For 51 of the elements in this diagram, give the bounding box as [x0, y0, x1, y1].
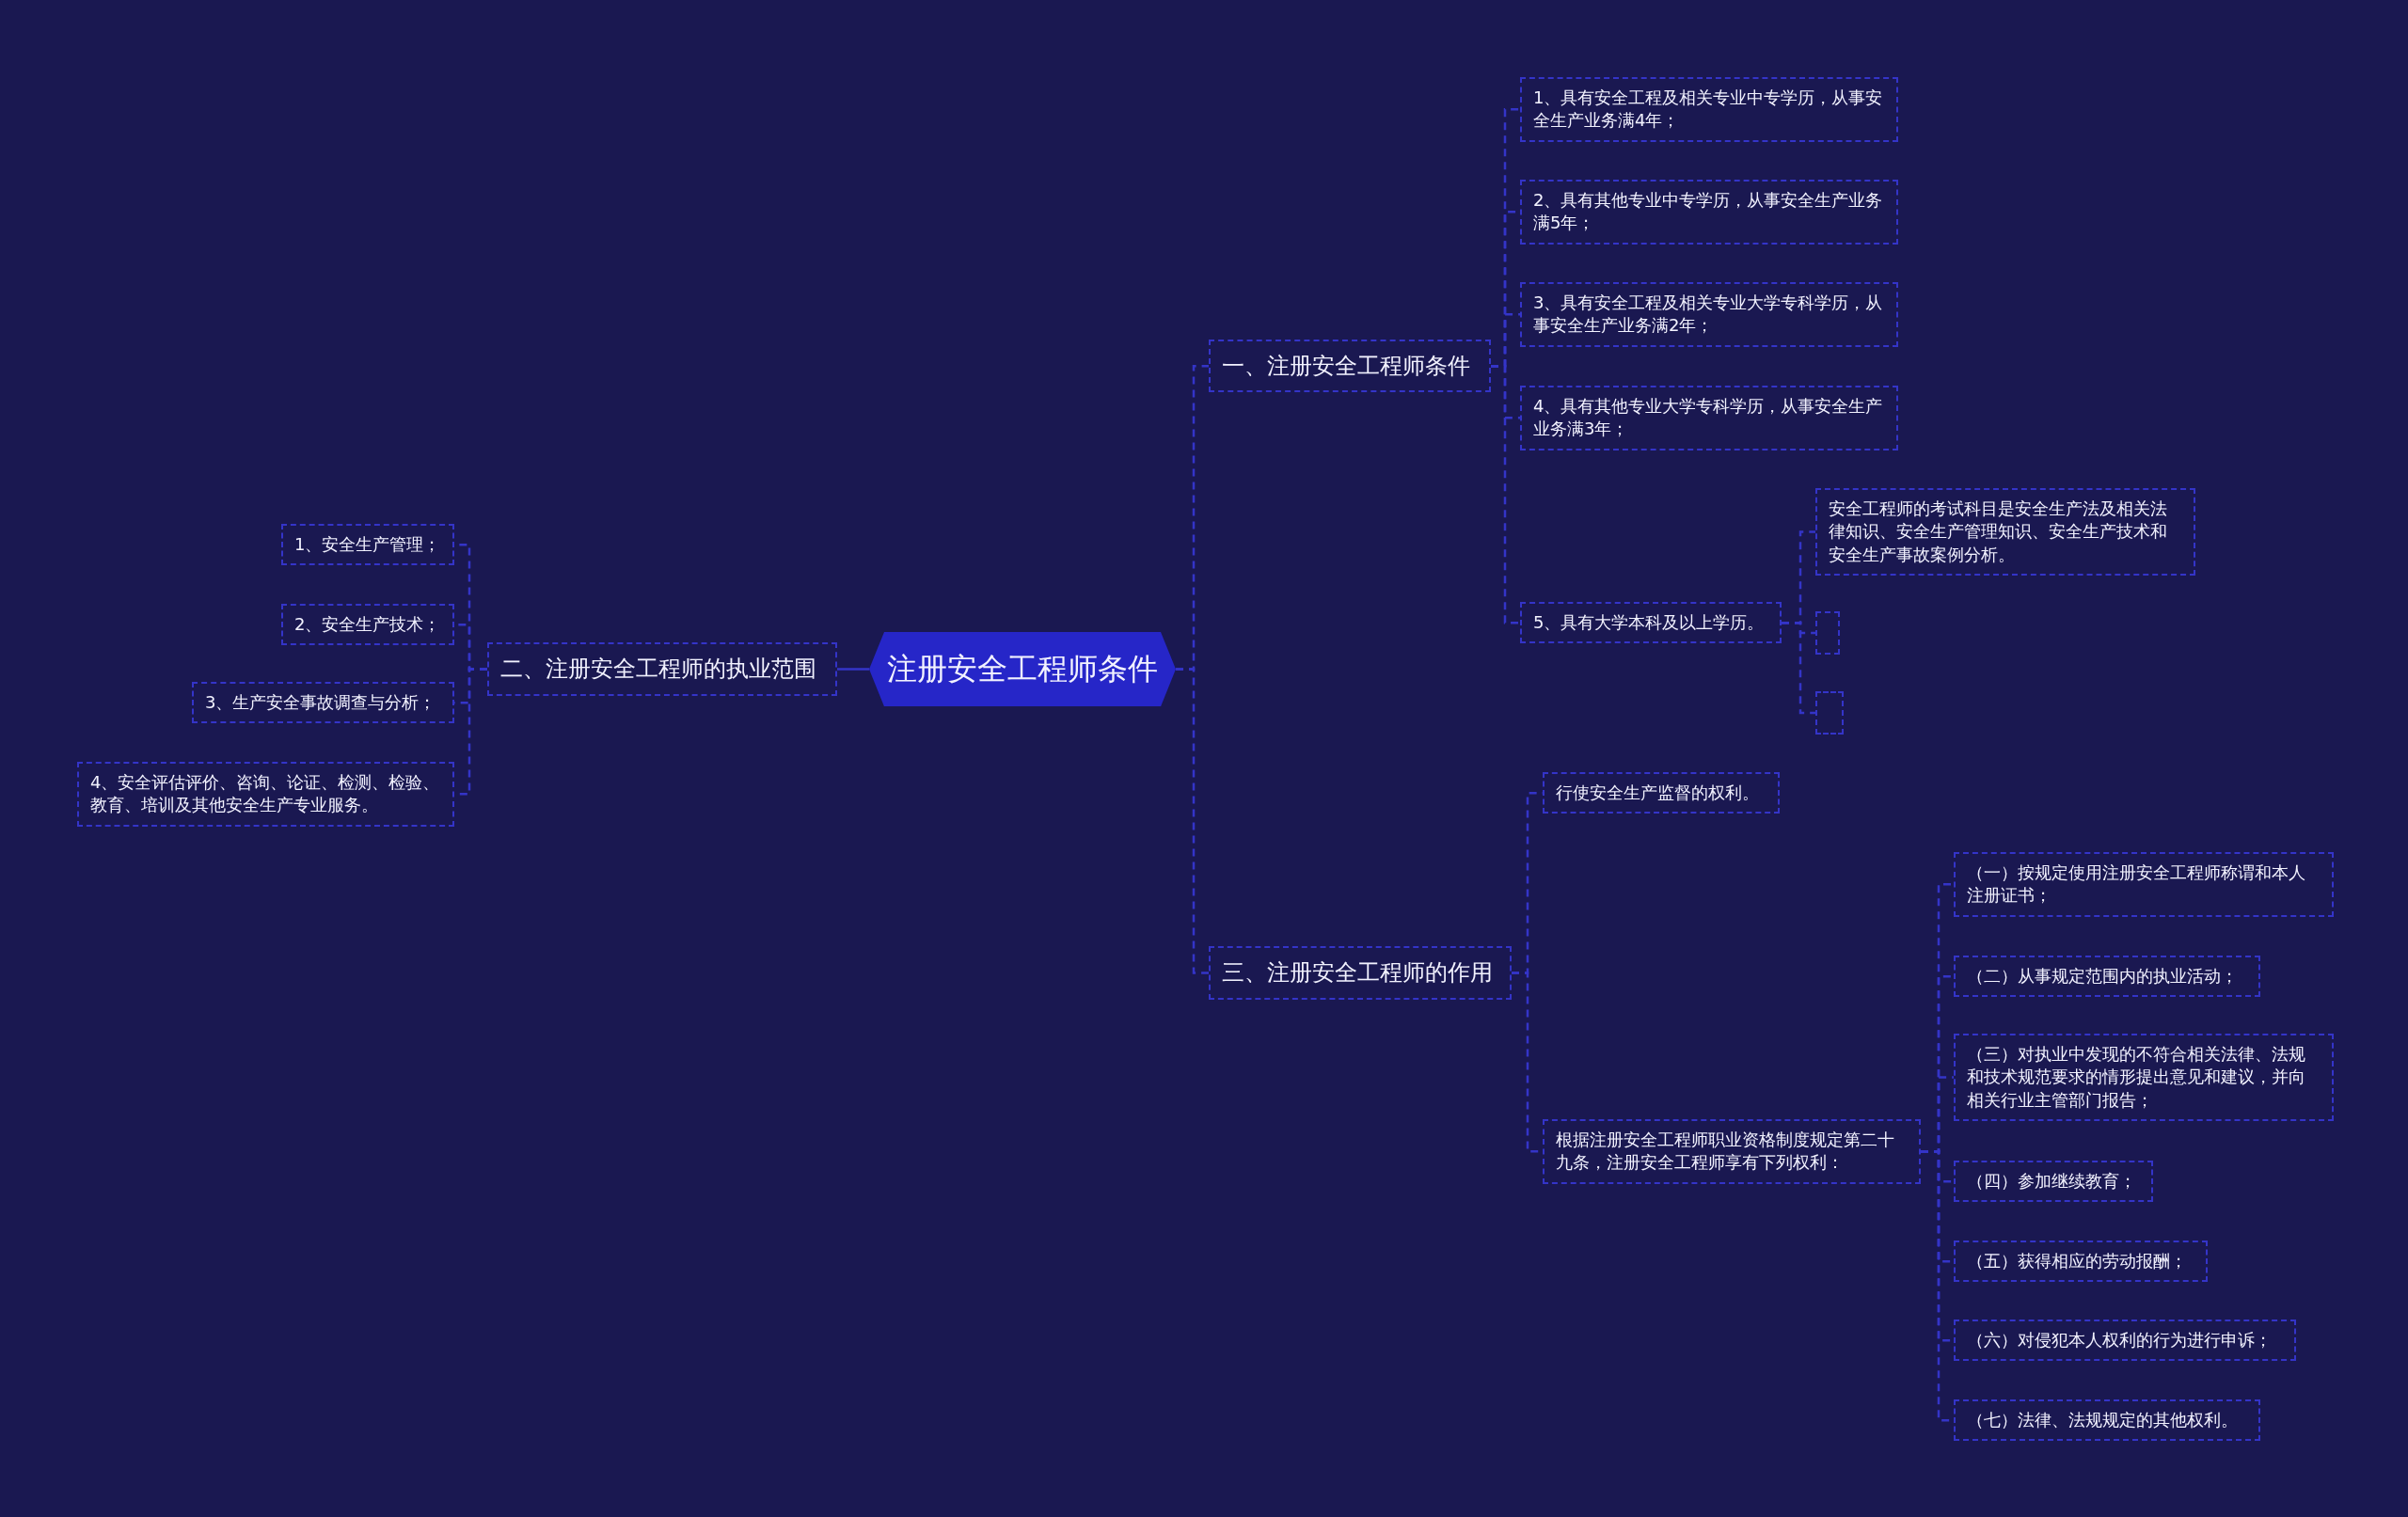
- connector: [837, 668, 869, 671]
- subtopic-box: [1954, 852, 2334, 917]
- subtopic-box: [1954, 1034, 2334, 1121]
- subtopic-box: [1954, 1161, 2153, 1203]
- topic-box: [1209, 946, 1512, 1000]
- topic-text: 3、生产安全事故调查与分析；: [205, 691, 437, 714]
- subtopic-box: [281, 524, 454, 566]
- subtopic-box: [1520, 386, 1898, 450]
- topic-text: （一）按规定使用注册安全工程师称谓和本人注册证书；: [1967, 861, 2306, 908]
- topic-text: （三）对执业中发现的不符合相关法律、法规和技术规范要求的情形提出意见和建议，并向相关行业主管部门报告；: [1967, 1043, 2306, 1112]
- topic-text: 根据注册安全工程师职业资格制度规定第二十九条，注册安全工程师享有下列权利：: [1556, 1129, 1895, 1175]
- topic-text: 安全工程师的考试科目是安全生产法及相关法律知识、安全生产管理知识、安全生产技术和安全生产事故案例分析。: [1829, 498, 2168, 566]
- subtopic-box: [1815, 488, 2195, 576]
- subtopic-box: [1954, 1319, 2296, 1362]
- subtopic-box: [1954, 956, 2260, 998]
- topic-text: 行使安全生产监督的权利。: [1556, 782, 1760, 804]
- topic-text: 3、具有安全工程及相关专业大学专科学历，从事安全生产业务满2年；: [1533, 292, 1884, 338]
- topic-text: 一、注册安全工程师条件: [1222, 352, 1471, 381]
- topic-text: （二）从事规定范围内的执业活动；: [1967, 965, 2239, 988]
- topic-text: （五）获得相应的劳动报酬；: [1967, 1250, 2188, 1272]
- topic-text: 4、安全评估评价、咨询、论证、检测、检验、教育、培训及其他安全生产专业服务。: [90, 771, 441, 817]
- subtopic-box: [1543, 772, 1780, 814]
- empty-box: [1815, 611, 1840, 655]
- connector: [1176, 668, 1209, 974]
- subtopic-box: [77, 762, 454, 827]
- subtopic-box: [1520, 602, 1782, 644]
- connector: [1491, 364, 1520, 624]
- subtopic-box: [1543, 1119, 1921, 1184]
- subtopic-box: [1520, 282, 1898, 347]
- topic-text: 二、注册安全工程师的执业范围: [500, 655, 817, 684]
- topic-text: （四）参加继续教育；: [1967, 1170, 2137, 1193]
- topic-text: （七）法律、法规规定的其他权利。: [1967, 1409, 2239, 1431]
- topic-text: 三、注册安全工程师的作用: [1222, 958, 1494, 988]
- topic-box: [1209, 340, 1491, 393]
- topic-text: （六）对侵犯本人权利的行为进行申诉；: [1967, 1329, 2273, 1351]
- subtopic-box: [281, 604, 454, 646]
- topic-text: 4、具有其他专业大学专科学历，从事安全生产业务满3年；: [1533, 395, 1884, 441]
- subtopic-box: [1954, 1240, 2208, 1283]
- topic-box: [487, 642, 837, 696]
- subtopic-box: [1520, 77, 1898, 142]
- topic-text: 注册安全工程师条件: [886, 650, 1159, 688]
- subtopic-box: [1954, 1399, 2260, 1442]
- topic-text: 1、安全生产管理；: [294, 533, 441, 556]
- topic-text: 1、具有安全工程及相关专业中专学历，从事安全生产业务满4年；: [1533, 87, 1884, 133]
- connector: [1782, 621, 1815, 715]
- subtopic-box: [1520, 180, 1898, 245]
- empty-box: [1815, 691, 1844, 735]
- topic-text: 2、安全生产技术；: [294, 613, 441, 636]
- topic-text: 2、具有其他专业中专学历，从事安全生产业务满5年；: [1533, 189, 1884, 235]
- subtopic-box: [192, 682, 454, 724]
- topic-text: 5、具有大学本科及以上学历。: [1533, 611, 1766, 634]
